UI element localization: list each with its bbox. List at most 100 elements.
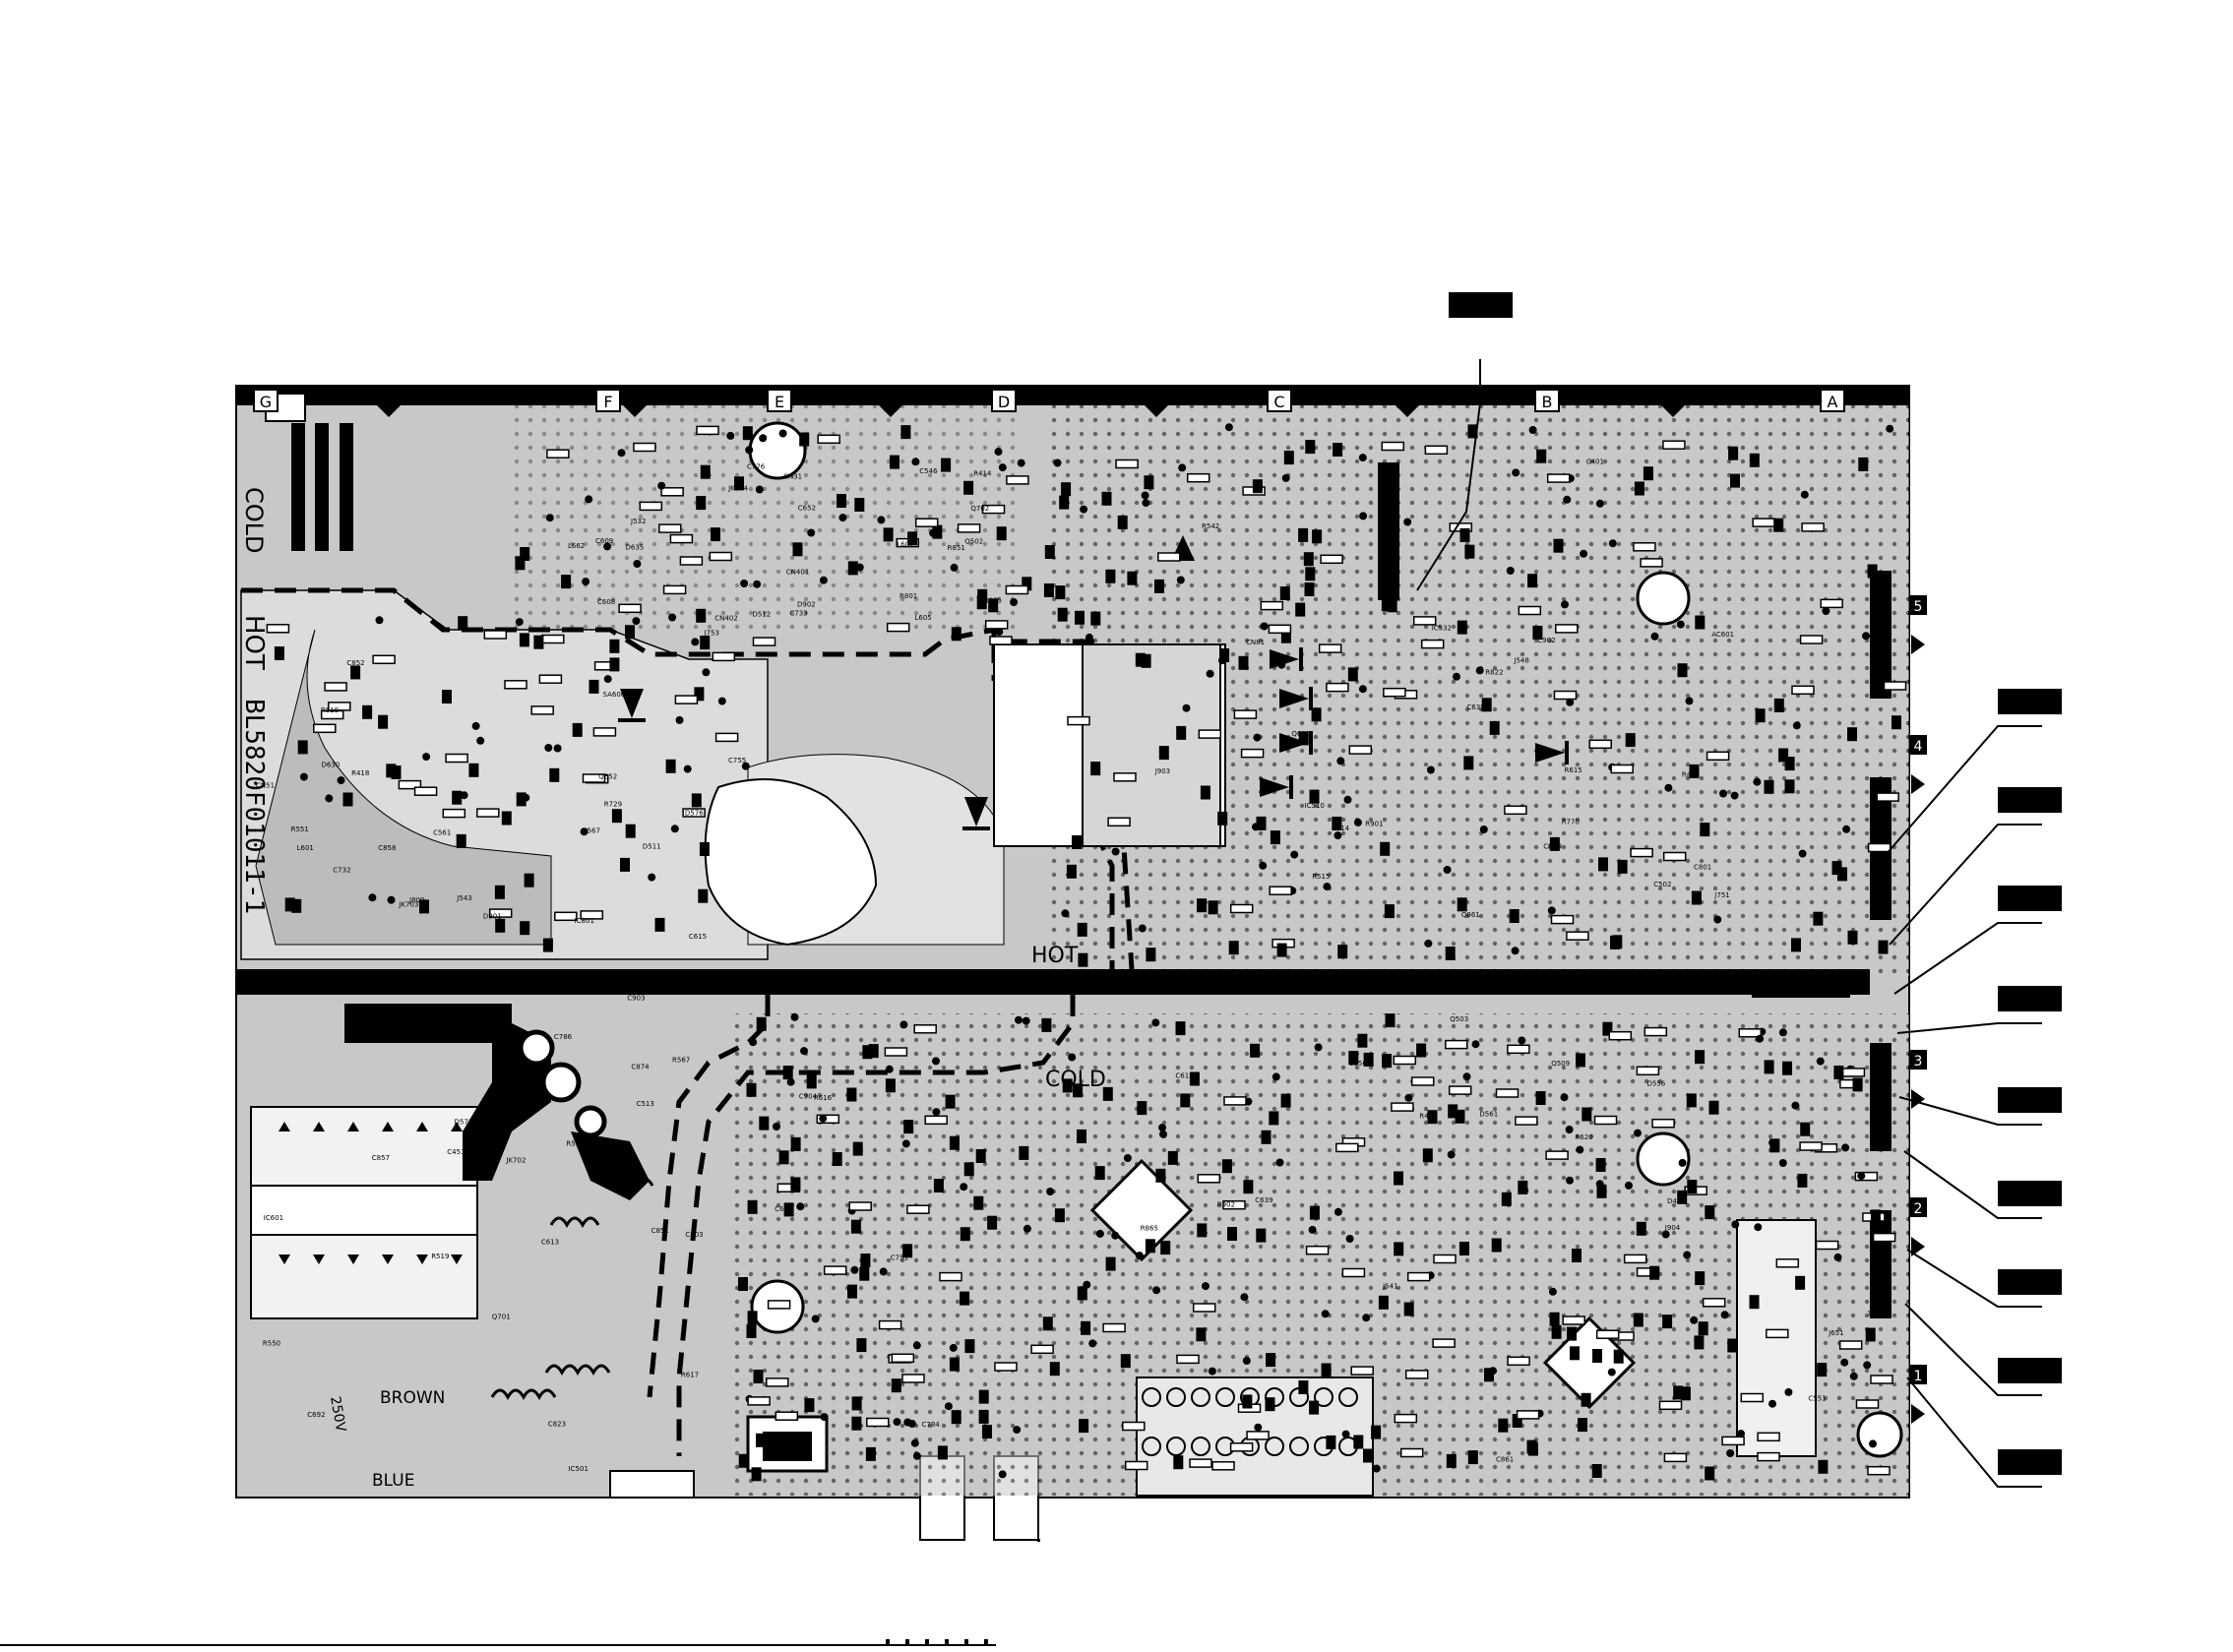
smd-pad xyxy=(1705,1205,1715,1220)
smd-pad xyxy=(978,1389,989,1404)
smd-pad xyxy=(1617,859,1628,874)
smd-pad xyxy=(1463,756,1474,770)
via xyxy=(800,1047,808,1056)
via xyxy=(850,1265,859,1274)
via xyxy=(1362,1314,1371,1322)
component-footprint xyxy=(1211,1461,1235,1471)
via xyxy=(1576,1145,1584,1154)
designator-label: IC601 xyxy=(264,1214,283,1222)
smd-pad xyxy=(501,811,512,826)
via xyxy=(632,617,641,626)
smd-pad xyxy=(903,1120,914,1134)
smd-pad xyxy=(1536,449,1547,463)
via xyxy=(811,1315,820,1323)
component-footprint xyxy=(957,523,981,533)
smd-pad xyxy=(837,494,846,508)
smd-pad xyxy=(1144,475,1154,490)
via xyxy=(1111,847,1120,856)
designator-label: D635 xyxy=(626,544,645,552)
via xyxy=(1849,1372,1858,1380)
component-footprint xyxy=(1335,1142,1359,1153)
smd-pad xyxy=(589,679,599,694)
connector-arrow xyxy=(1911,1089,1925,1109)
via xyxy=(1548,1287,1557,1296)
via xyxy=(1259,861,1268,870)
via xyxy=(1023,1224,1031,1233)
callouts xyxy=(1416,292,2062,1488)
designator-label: R402 xyxy=(1419,1113,1437,1121)
smd-pad xyxy=(1252,479,1263,494)
component-footprint xyxy=(546,449,570,459)
smd-pad xyxy=(609,657,620,672)
via xyxy=(717,697,726,705)
column-marker-d: D xyxy=(998,393,1010,411)
via xyxy=(1713,915,1722,924)
designator-label: C567 xyxy=(583,826,600,834)
smd-pad xyxy=(859,1266,870,1281)
component-footprint xyxy=(1799,1141,1823,1151)
smd-pad xyxy=(900,425,911,440)
component-footprint xyxy=(541,634,565,644)
smd-pad xyxy=(1075,610,1085,625)
connector-number-1: 1 xyxy=(1914,1369,1923,1384)
component-footprint xyxy=(886,622,910,633)
via xyxy=(1731,1220,1740,1229)
smd-pad xyxy=(1509,909,1520,923)
smd-pad xyxy=(1266,1353,1276,1368)
via xyxy=(1580,549,1588,558)
via xyxy=(1443,866,1452,874)
smd-pad xyxy=(799,432,810,447)
via xyxy=(1506,567,1515,575)
via xyxy=(1753,777,1762,786)
designator-label: C852 xyxy=(346,659,364,667)
via xyxy=(1842,825,1851,833)
component-footprint xyxy=(398,779,422,790)
smd-pad xyxy=(963,1162,974,1177)
component-footprint xyxy=(1124,1460,1148,1471)
smd-pad xyxy=(1135,652,1146,667)
smd-pad xyxy=(378,714,389,729)
smd-pad xyxy=(1662,1315,1673,1329)
component-footprint xyxy=(1383,687,1406,698)
smd-pad xyxy=(468,763,479,777)
component-footprint xyxy=(1186,472,1210,483)
designator-label: R552 xyxy=(566,1139,584,1147)
component-footprint xyxy=(1391,1102,1414,1112)
designator-label: R851 xyxy=(948,544,965,552)
via xyxy=(1634,1129,1642,1137)
smd-pad xyxy=(1817,1363,1828,1377)
callout-leader-line xyxy=(1906,1377,2042,1488)
component-footprint xyxy=(1757,1451,1780,1462)
smd-pad xyxy=(1094,1166,1105,1181)
callout-box-right xyxy=(1998,1449,2062,1475)
via xyxy=(1661,1230,1670,1239)
callout-box-right xyxy=(1998,986,2062,1011)
smd-pad xyxy=(1730,473,1740,488)
smd-pad xyxy=(847,1284,857,1299)
component-footprint xyxy=(1799,635,1824,644)
via xyxy=(683,765,692,773)
via xyxy=(1720,1311,1729,1319)
via xyxy=(1857,1172,1866,1181)
smd-pad xyxy=(988,598,999,613)
via xyxy=(1022,1016,1030,1025)
designator-label: C613 xyxy=(541,1238,559,1246)
smd-pad xyxy=(1333,443,1343,457)
smd-pad xyxy=(1695,1050,1706,1065)
callout-leader-line xyxy=(1884,725,2042,857)
component-footprint xyxy=(538,674,563,684)
designator-label: J532 xyxy=(630,518,646,525)
component-footprint xyxy=(1005,584,1029,595)
callout-box-right xyxy=(1998,787,2062,813)
smd-pad xyxy=(1155,1168,1166,1183)
smd-pad xyxy=(1680,1386,1691,1401)
smd-pad xyxy=(1813,911,1824,926)
smd-pad xyxy=(1042,1316,1053,1331)
callout-leader-line xyxy=(1904,1303,2042,1396)
smd-pad xyxy=(1512,1414,1522,1428)
smd-pad xyxy=(1312,529,1323,544)
designator-label: R542 xyxy=(1202,522,1219,530)
smd-pad xyxy=(1242,1394,1253,1409)
component-footprint xyxy=(1546,473,1571,483)
component-footprint xyxy=(1663,1452,1688,1463)
